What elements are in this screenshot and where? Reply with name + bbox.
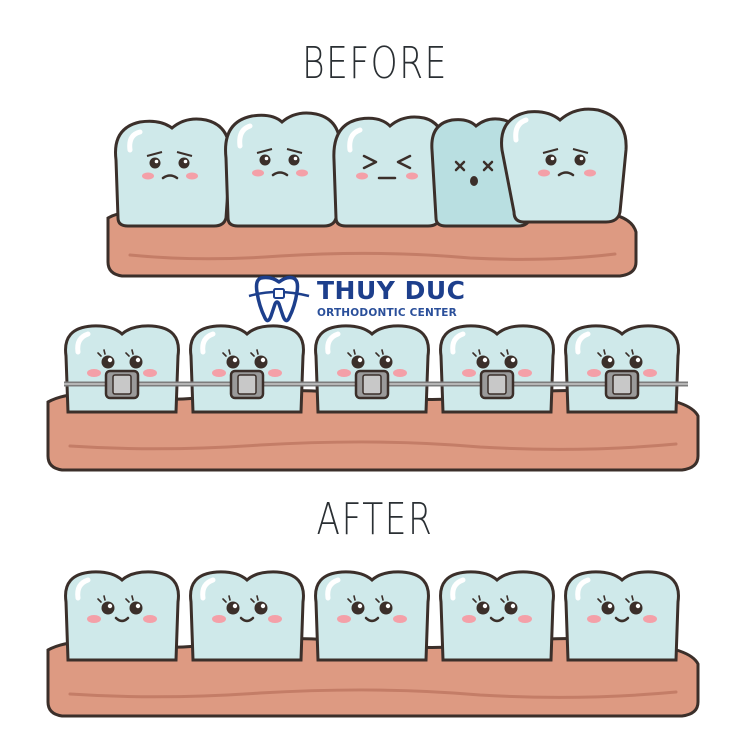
braces-tooth-5 xyxy=(564,324,680,414)
after-tooth-3 xyxy=(314,570,430,662)
before-row xyxy=(106,107,638,278)
bracket-2 xyxy=(229,369,265,400)
tooth-before-5 xyxy=(500,107,628,224)
braces-tooth-1 xyxy=(64,324,180,414)
after-title: AFTER xyxy=(316,494,434,545)
after-row xyxy=(46,570,700,718)
after-tooth-1 xyxy=(64,570,180,662)
brand-subtitle: ORTHODONTIC CENTER xyxy=(317,307,457,319)
braces-tooth-3 xyxy=(314,324,430,414)
after-tooth-2 xyxy=(189,570,305,662)
braces-brackets xyxy=(104,369,640,400)
tooth-before-1 xyxy=(114,117,232,228)
bracket-1 xyxy=(104,369,140,400)
bracket-5 xyxy=(604,369,640,400)
tooth-before-2 xyxy=(224,111,342,228)
tooth-braces-logo-icon xyxy=(248,275,310,323)
before-title: BEFORE xyxy=(302,38,448,89)
braces-row xyxy=(46,324,700,472)
braces-tooth-4 xyxy=(439,324,555,414)
tooth-before-3 xyxy=(332,115,447,228)
after-teeth xyxy=(64,570,680,662)
bracket-4 xyxy=(479,369,515,400)
braces-teeth xyxy=(64,324,680,414)
brand-name: THUY DUC xyxy=(317,276,466,305)
brand-logo: THUY DUC ORTHODONTIC CENTER xyxy=(247,272,477,326)
after-tooth-4 xyxy=(439,570,555,662)
bracket-3 xyxy=(354,369,390,400)
braces-tooth-2 xyxy=(189,324,305,414)
after-tooth-5 xyxy=(564,570,680,662)
